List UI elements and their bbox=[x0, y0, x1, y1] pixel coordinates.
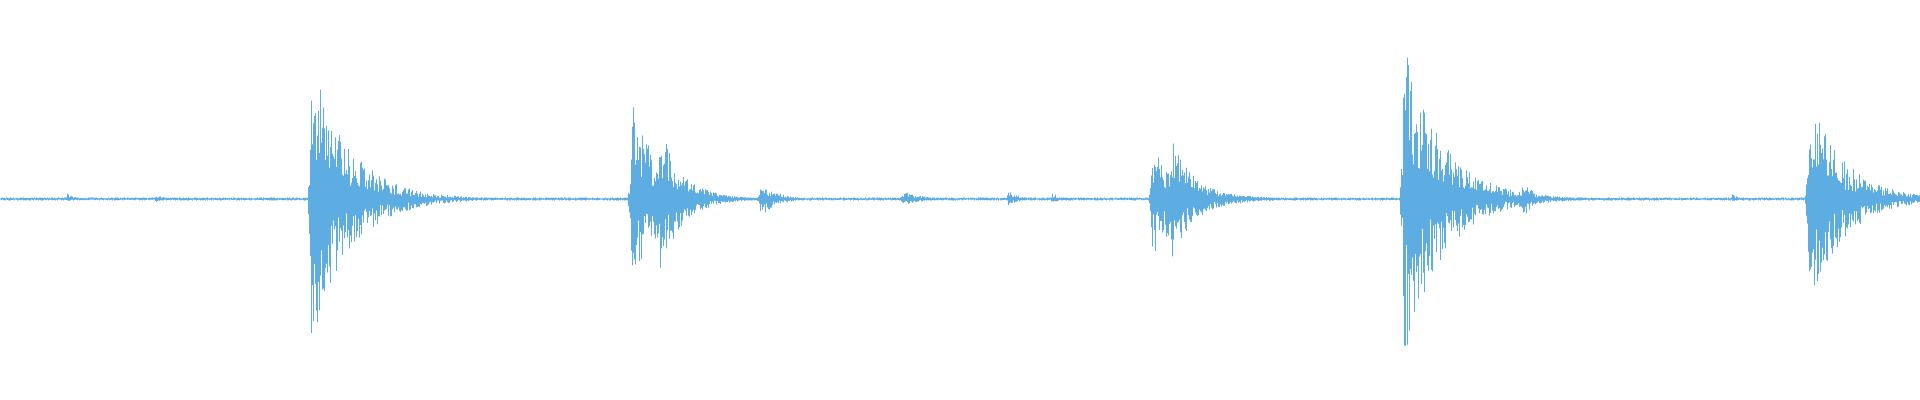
waveform-bars bbox=[0, 57, 1920, 346]
